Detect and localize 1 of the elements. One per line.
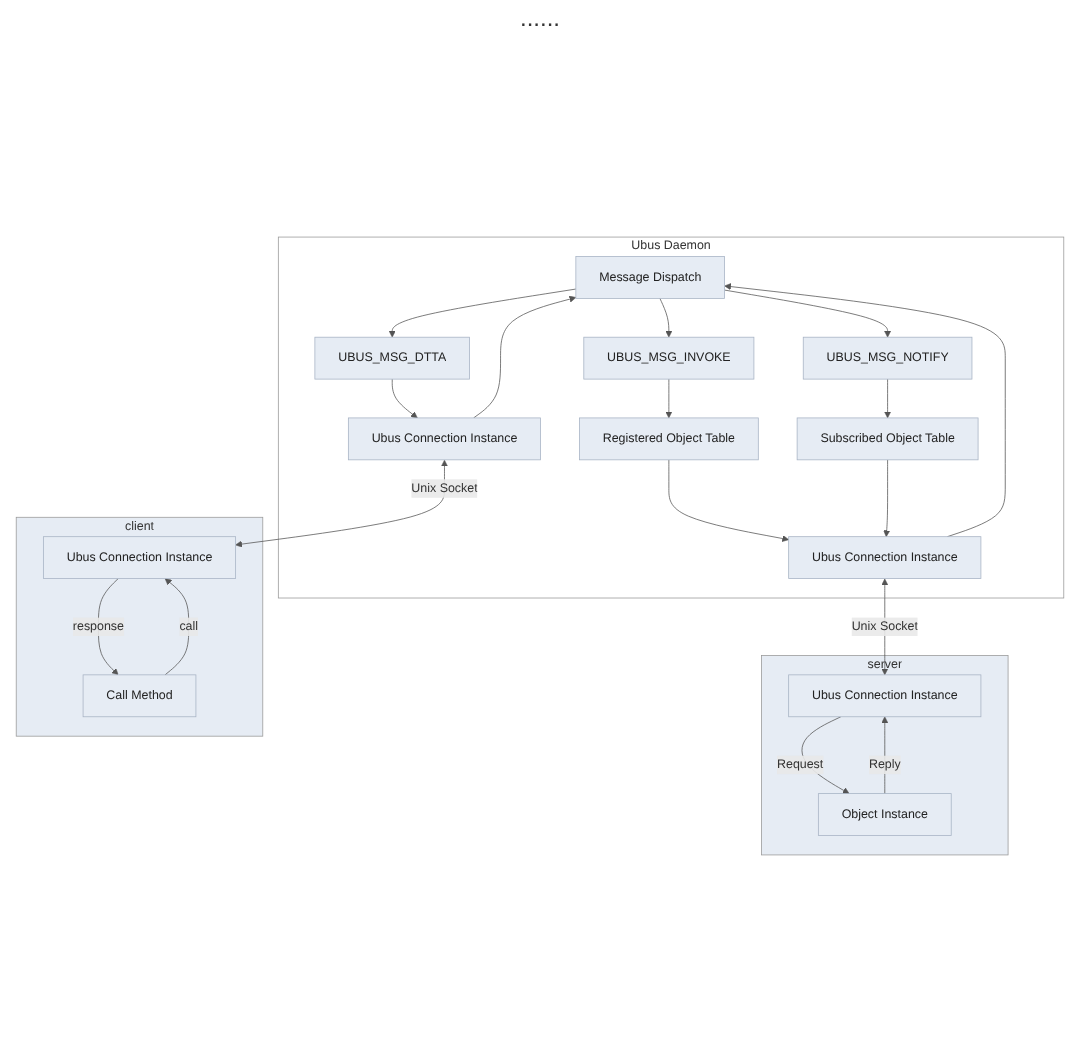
ellipsis-note: ...... (519, 4, 560, 32)
